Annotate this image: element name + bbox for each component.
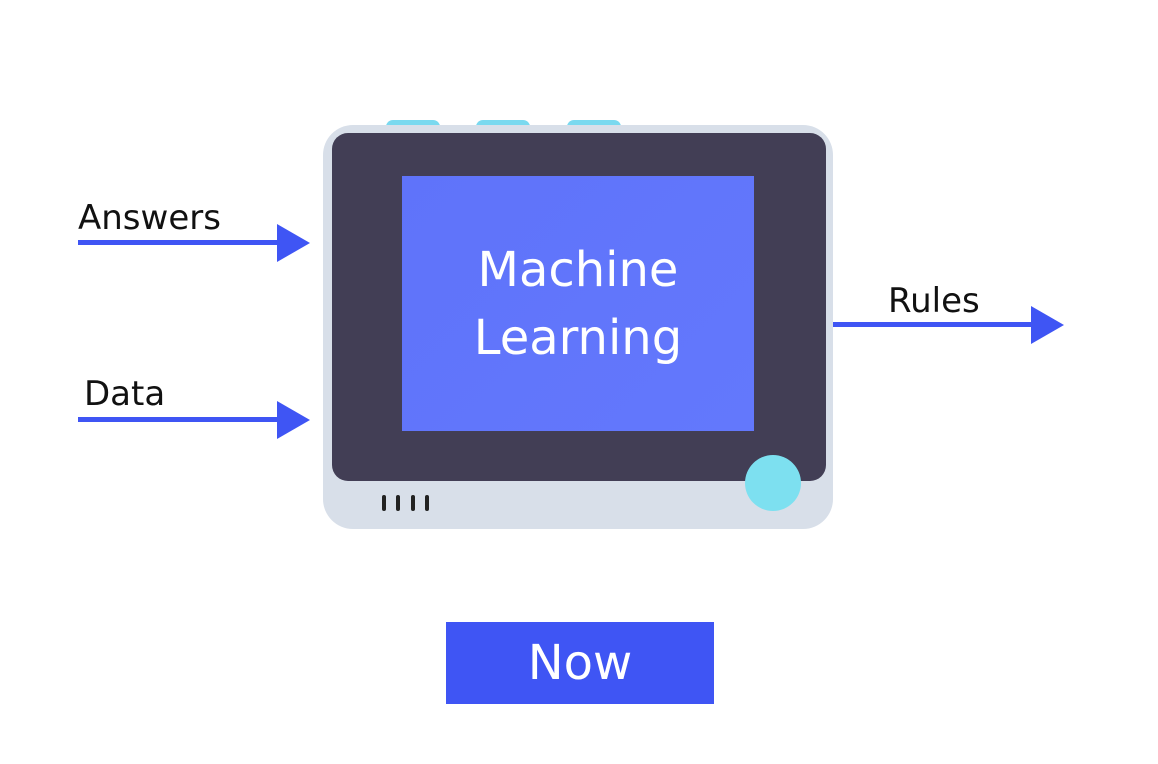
data-arrow-head: [277, 401, 310, 439]
answers-arrow-shaft: [78, 240, 283, 245]
speaker-slot-4: [425, 495, 429, 511]
rules-arrow-head: [1031, 306, 1064, 344]
device-screen: Machine Learning: [402, 176, 754, 431]
rules-label: Rules: [888, 281, 980, 321]
speaker-slot-1: [382, 495, 386, 511]
answers-label: Answers: [78, 198, 221, 238]
speaker-slot-2: [396, 495, 400, 511]
data-label: Data: [84, 374, 166, 414]
data-arrow-shaft: [78, 417, 283, 422]
now-caption-text: Now: [527, 635, 633, 691]
screen-title-line-2: Learning: [473, 309, 683, 366]
device-knob: [745, 455, 801, 511]
screen-title-line-1: Machine: [477, 241, 679, 298]
speaker-slot-3: [411, 495, 415, 511]
answers-arrow-head: [277, 224, 310, 262]
rules-arrow-shaft: [833, 322, 1038, 327]
now-caption-box: Now: [446, 622, 714, 704]
